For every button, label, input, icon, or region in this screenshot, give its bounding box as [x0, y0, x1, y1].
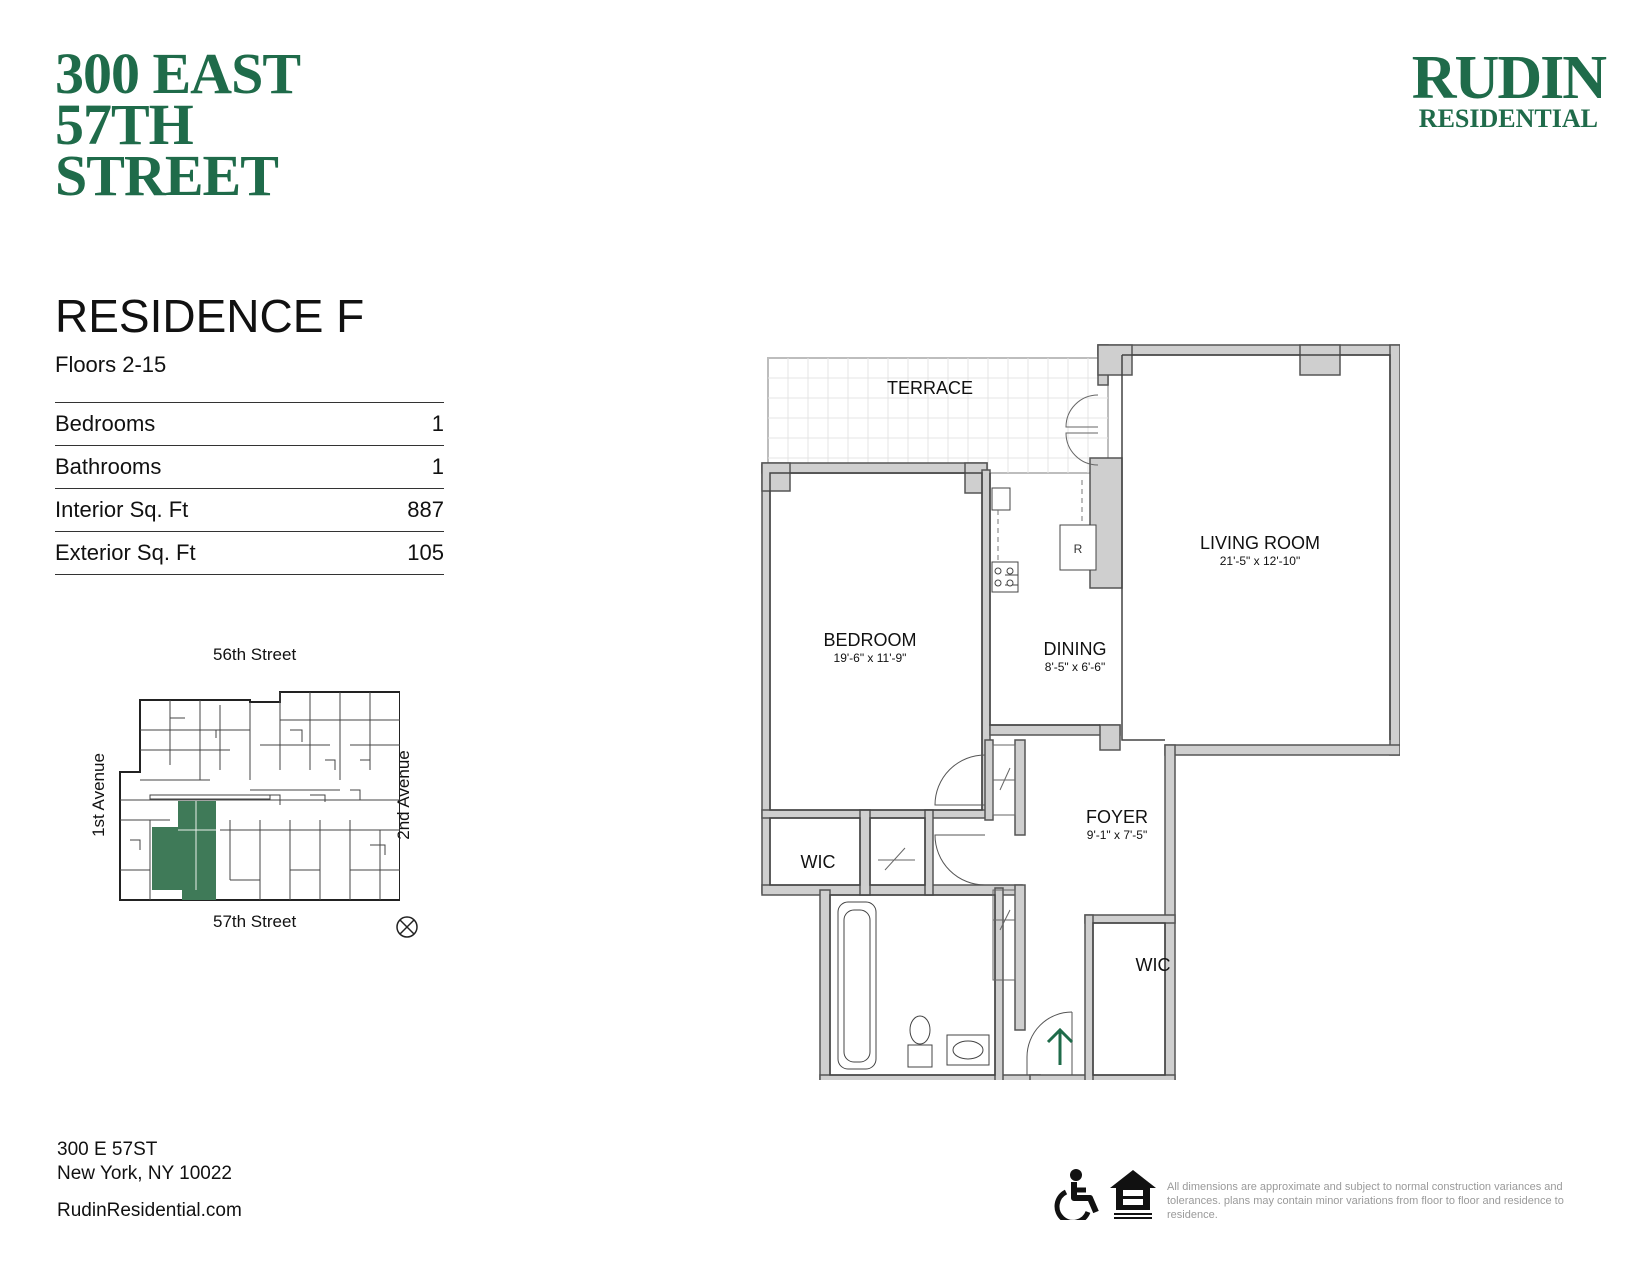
room-living: LIVING ROOM 21'-5" x 12'-10" [1140, 533, 1380, 568]
address-line-2: New York, NY 10022 [57, 1163, 232, 1184]
room-label-living: LIVING ROOM [1199, 533, 1320, 553]
building-name-line-3: STREET [55, 143, 279, 208]
logo-main-text: RUDIN [1411, 44, 1607, 112]
spec-value: 1 [431, 411, 444, 436]
address-block: 300 E 57ST New York, NY 10022 [57, 1138, 232, 1186]
room-bedroom: BEDROOM 19'-6" x 11'-9" [800, 630, 940, 665]
spec-row-bedrooms: Bedrooms 1 [55, 403, 444, 446]
spec-row-exterior-sqft: Exterior Sq. Ft 105 [55, 532, 444, 575]
bathroom-fixtures [837, 901, 990, 1070]
address-line-1: 300 E 57ST [57, 1139, 158, 1160]
keyplan-south-street: 57th Street [213, 912, 297, 931]
spec-label: Exterior Sq. Ft [55, 540, 196, 565]
fridge-mark: R [1074, 542, 1083, 556]
website-link[interactable]: RudinResidential.com [57, 1200, 242, 1221]
spec-value: 1 [431, 454, 444, 479]
disclaimer-text: All dimensions are approximate and subje… [1167, 1181, 1564, 1221]
room-label-dining: DINING [1043, 639, 1107, 659]
spec-row-bathrooms: Bathrooms 1 [55, 446, 444, 489]
rudin-logo: RUDIN RESIDENTIAL [1411, 44, 1607, 133]
entry-arrow-icon [1046, 1027, 1074, 1065]
room-dims-dining: 8'-5" x 6'-6" [1044, 660, 1106, 674]
building-name: 300 EAST 57TH STREET [55, 41, 301, 208]
spec-row-interior-sqft: Interior Sq. Ft 887 [55, 489, 444, 532]
spec-label: Bathrooms [55, 454, 162, 479]
building-name-line-1: 300 EAST [55, 41, 301, 106]
equal-housing-opportunity-icon [1110, 1170, 1156, 1219]
keyplan-highlight-unit [152, 801, 216, 900]
spec-value: 105 [407, 540, 444, 565]
room-dims-foyer: 9'-1" x 7'-5" [1086, 828, 1148, 842]
room-label-bedroom: BEDROOM [823, 630, 917, 650]
north-arrow-icon [396, 916, 418, 938]
floor-plan: R [761, 344, 1400, 1080]
floors-text: Floors 2-15 [55, 352, 167, 377]
spec-label: Bedrooms [55, 411, 156, 436]
keyplan-north-street: 56th Street [213, 645, 297, 664]
walls [761, 344, 1400, 1080]
room-label-wic-bedroom: WIC [800, 852, 836, 872]
spec-value: 887 [407, 497, 444, 522]
keyplan-diagram [119, 691, 400, 901]
room-label-terrace: TERRACE [886, 378, 973, 398]
spec-label: Interior Sq. Ft [55, 497, 189, 522]
terrace-area [767, 357, 1109, 474]
building-name-line-2: 57TH [55, 92, 194, 157]
room-foyer: FOYER 9'-1" x 7'-5" [1052, 807, 1182, 842]
room-dining: DINING 8'-5" x 6'-6" [1010, 639, 1140, 674]
accessibility-icon [1054, 1169, 1099, 1220]
spec-table: Bedrooms 1 Bathrooms 1 Interior Sq. Ft 8… [55, 402, 444, 575]
room-dims-living: 21'-5" x 12'-10" [1219, 554, 1301, 568]
keyplan-west-avenue: 1st Avenue [89, 753, 108, 837]
logo-sub-text: RESIDENTIAL [1418, 104, 1598, 133]
room-label-foyer: FOYER [1085, 807, 1148, 827]
residence-title: RESIDENCE F [55, 290, 365, 342]
room-dims-bedroom: 19'-6" x 11'-9" [833, 651, 907, 665]
room-label-wic-foyer: WIC [1135, 955, 1171, 975]
